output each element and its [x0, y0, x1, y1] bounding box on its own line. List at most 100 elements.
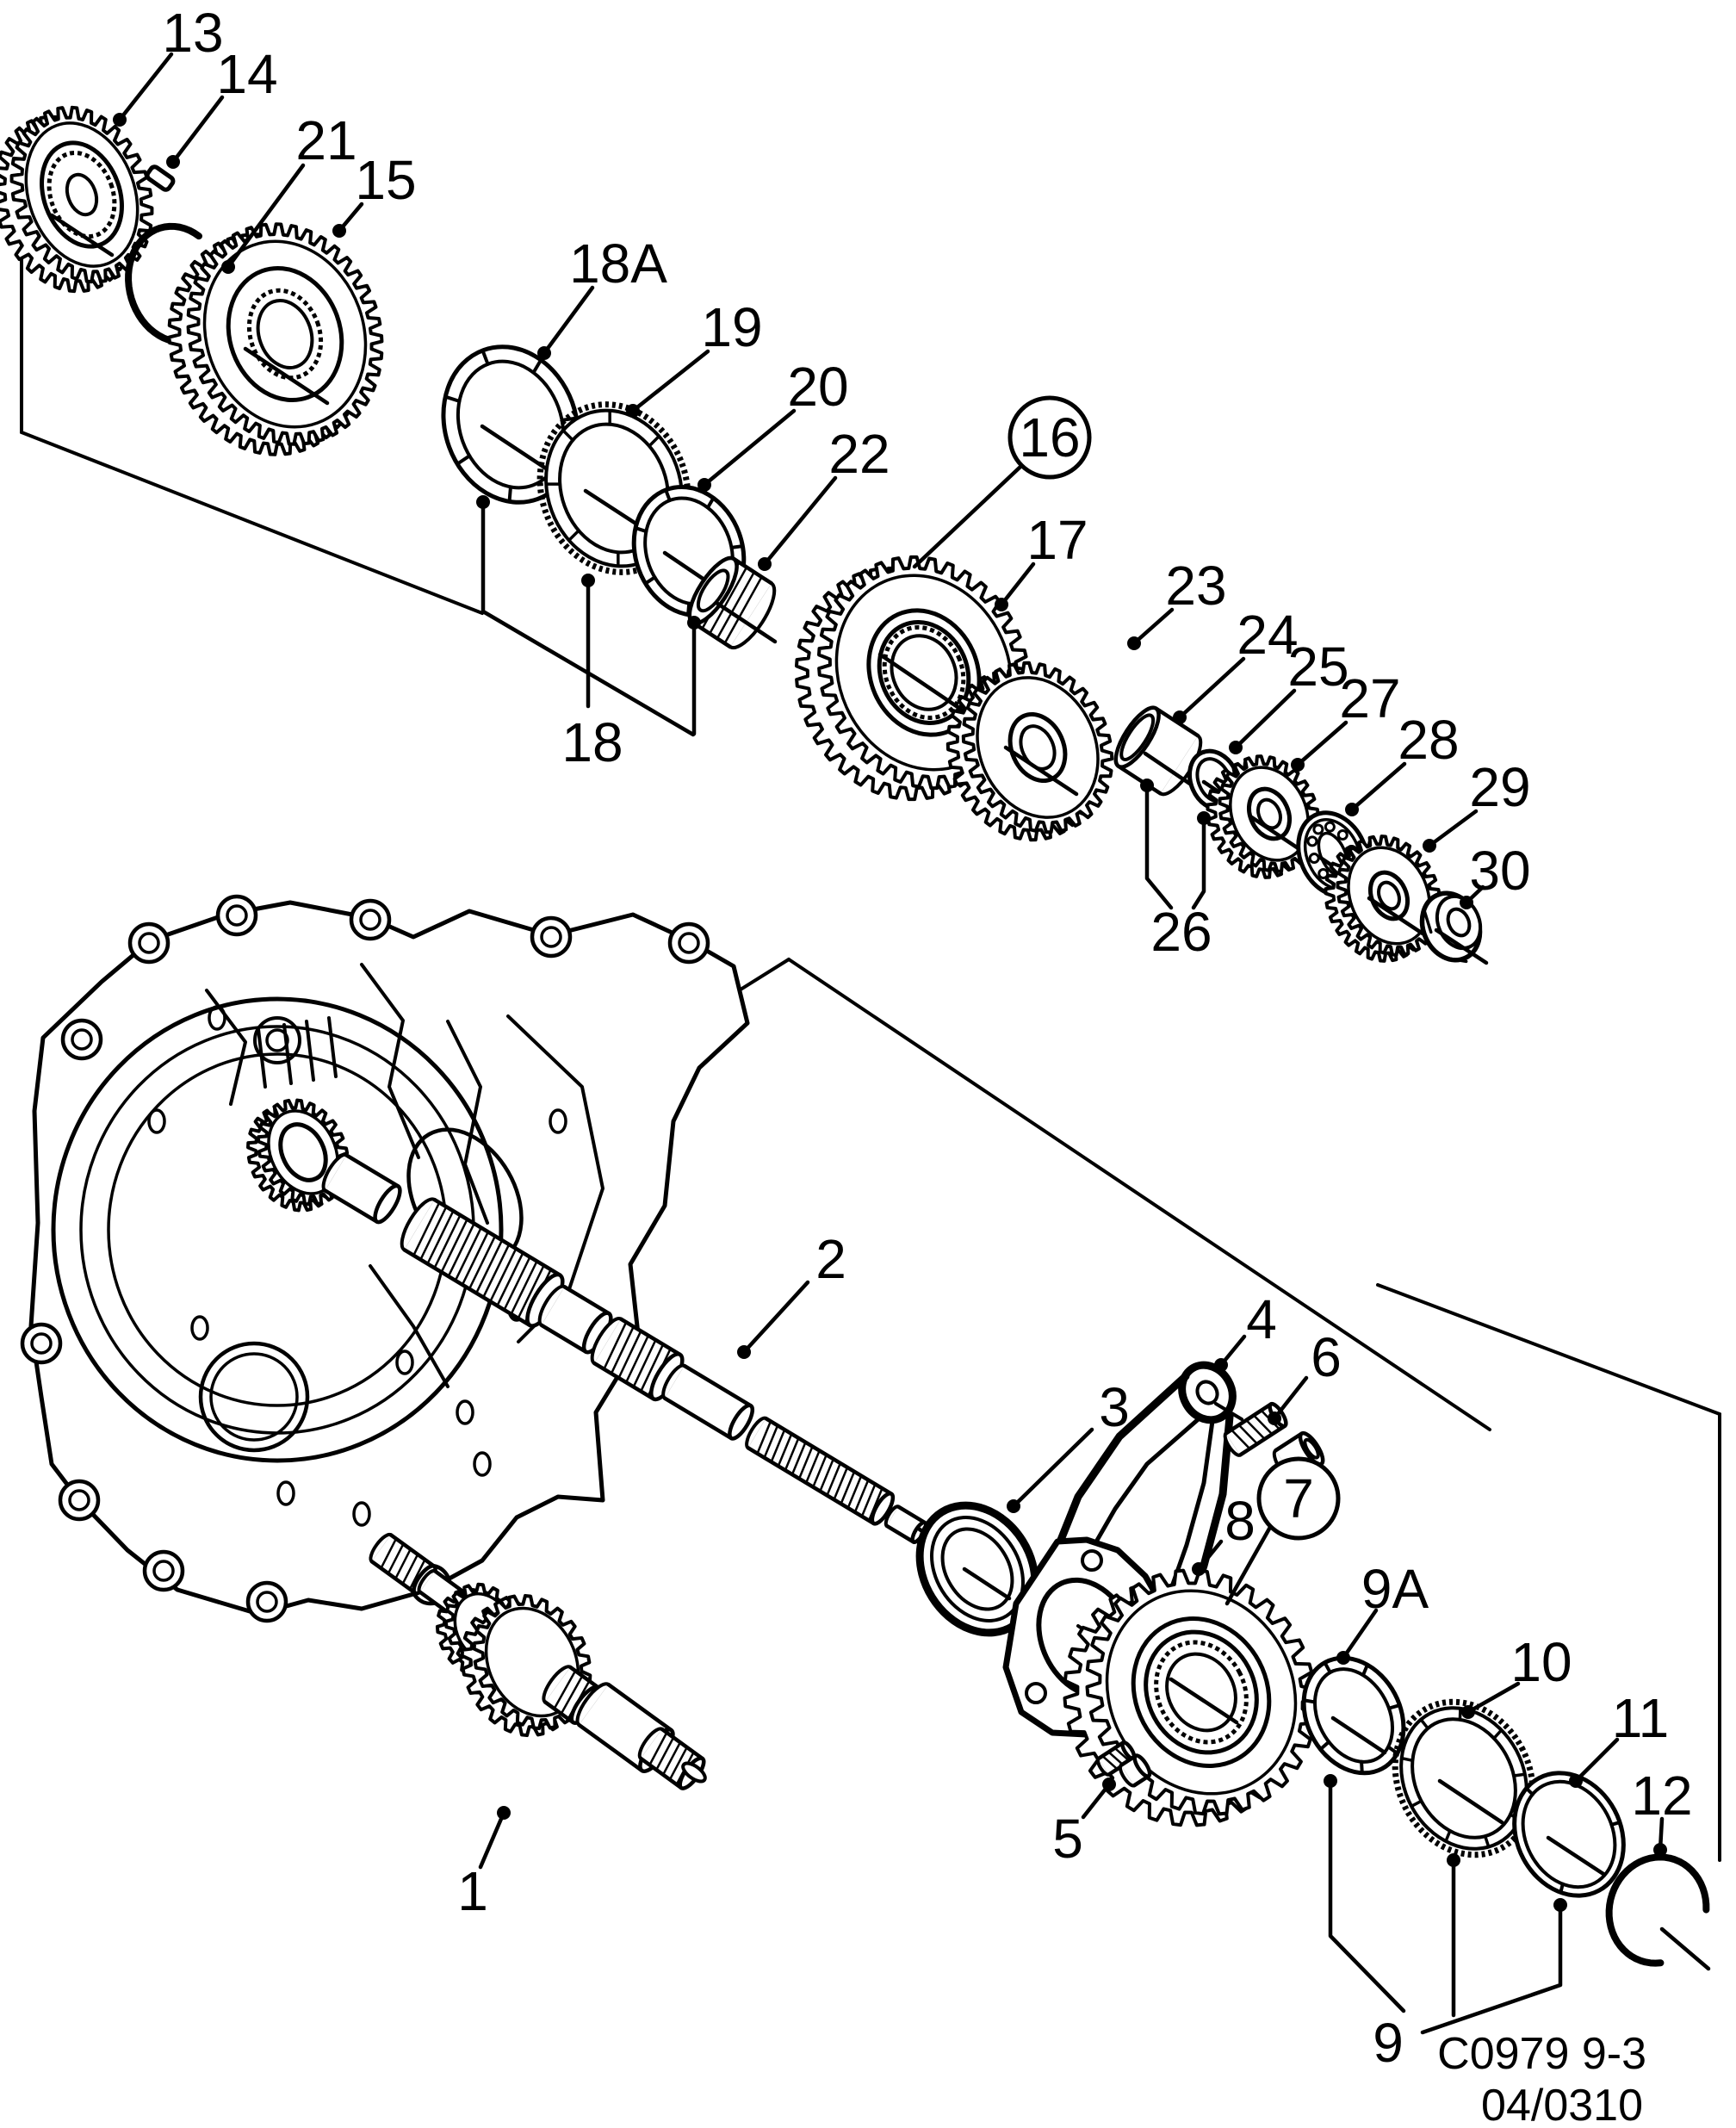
spoke	[1410, 1799, 1423, 1808]
hatch	[770, 1428, 786, 1463]
hatch	[517, 1264, 545, 1319]
cyl-side	[1224, 1402, 1274, 1436]
cyl-side	[731, 556, 774, 586]
leader-line	[1233, 688, 1297, 750]
slot	[664, 487, 672, 503]
callout-circle	[1256, 1456, 1341, 1541]
leader-line	[1349, 761, 1407, 812]
callout-16: 16	[912, 395, 1092, 569]
hatch	[433, 1213, 462, 1269]
hatch	[603, 1321, 628, 1371]
construction-line-3	[787, 958, 1491, 1431]
hatch	[819, 1457, 835, 1492]
callout-17: 17	[995, 509, 1088, 611]
callout-29: 29	[1423, 756, 1531, 853]
diff-opening-inner	[209, 1352, 299, 1442]
axis-slash	[1659, 1926, 1711, 1971]
construction-line-4	[1376, 1283, 1721, 1416]
axis-slash	[1248, 814, 1305, 853]
leader-dot	[476, 495, 490, 509]
slot	[1360, 1759, 1364, 1775]
housing-body	[20, 894, 750, 1623]
bracket-9: 9	[1324, 1774, 1567, 2074]
hatch	[468, 1235, 497, 1290]
leader-line	[702, 408, 797, 487]
gear-bore	[890, 634, 958, 711]
spoke	[1492, 1728, 1503, 1740]
housing-hole	[549, 1108, 567, 1134]
housing-rib	[360, 963, 420, 1159]
leader-dot	[1127, 636, 1141, 650]
spoke	[561, 429, 574, 442]
cyl-side	[1274, 1431, 1304, 1453]
leader-dot	[537, 346, 551, 360]
bracket-18: 18	[476, 495, 701, 773]
leader-line	[762, 475, 838, 567]
callout-28: 28	[1345, 709, 1460, 816]
hatch	[804, 1449, 821, 1485]
slot	[1323, 1660, 1332, 1674]
cyl-side	[638, 1756, 684, 1790]
leader-line	[478, 1810, 506, 1870]
leader-line	[1177, 656, 1246, 720]
housing-rib	[327, 1016, 338, 1078]
cyl-near-cap	[870, 1491, 896, 1526]
leader-dot	[737, 1345, 751, 1359]
construction-line-1	[20, 431, 484, 615]
leader-dot	[581, 574, 595, 587]
bolt-hole	[71, 1028, 93, 1051]
cyl-side	[539, 1323, 588, 1354]
cyl-side	[432, 1197, 562, 1277]
leader-dot	[166, 155, 180, 169]
leader-dot	[497, 1806, 511, 1820]
part-ring-9A	[1301, 1655, 1406, 1776]
housing-rib	[369, 1264, 450, 1388]
cyl-side	[896, 1504, 927, 1525]
ball	[1318, 867, 1330, 879]
callout-18-label: 18	[561, 711, 623, 773]
leader-line	[1466, 1681, 1521, 1715]
hatch	[648, 1731, 668, 1766]
hatch	[1107, 1751, 1125, 1766]
leader-dot	[1102, 1777, 1116, 1791]
spoke	[1419, 1718, 1429, 1730]
bracket-line	[1144, 783, 1174, 910]
slot	[634, 526, 648, 534]
parts-group	[0, 105, 1711, 1971]
part-lever-4-arm-a	[1057, 1372, 1190, 1544]
gear-rim	[1347, 846, 1431, 946]
part-gear-15	[167, 222, 384, 456]
gear-bore	[1377, 880, 1401, 911]
gearbox-housing	[20, 894, 750, 1623]
leader-dot	[1291, 758, 1305, 772]
leader-dot	[1423, 839, 1436, 853]
callout-2: 2	[737, 1228, 846, 1359]
hatch	[860, 1483, 877, 1517]
callout-5: 5	[1052, 1777, 1116, 1870]
housing-hole	[147, 1108, 166, 1134]
axis-slash	[1330, 1715, 1387, 1755]
leader-dot	[1268, 1411, 1281, 1425]
housing-rib	[305, 1020, 315, 1082]
spoke	[1444, 1829, 1452, 1842]
cyl-side	[1237, 1424, 1287, 1457]
cyl-side	[344, 1153, 400, 1188]
ring-inner	[1521, 1779, 1617, 1889]
callout-27: 27	[1291, 667, 1401, 772]
drawing-number: C0979 9-3	[1437, 2029, 1646, 2079]
spoke	[1400, 1757, 1415, 1763]
leader-dot	[1553, 1898, 1567, 1912]
callout-9A-label: 9A	[1361, 1558, 1429, 1620]
hatch	[553, 1669, 577, 1710]
housing-hole	[190, 1315, 209, 1341]
axis-slash	[714, 600, 778, 644]
callout-4: 4	[1214, 1288, 1277, 1372]
gear-bore	[1019, 724, 1057, 771]
housing-hole	[473, 1451, 492, 1477]
hatch	[640, 1343, 665, 1393]
part-plate-4-hole-1	[1081, 1549, 1103, 1572]
callout-22: 22	[758, 423, 890, 571]
housing-hole	[208, 1005, 226, 1031]
